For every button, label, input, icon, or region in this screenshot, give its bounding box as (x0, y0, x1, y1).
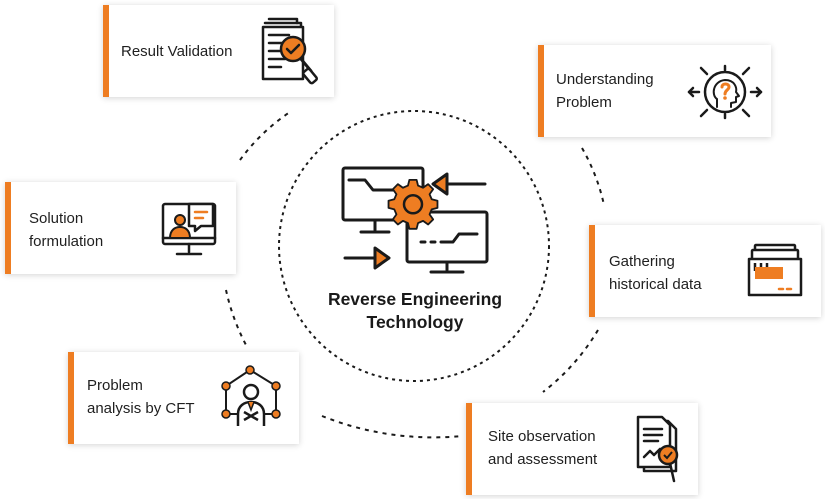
monitors-gear-arrows-icon (341, 166, 489, 274)
step-card-site-observation: Site observation and assessment (466, 403, 698, 495)
step-label: Problem analysis by CFT (87, 377, 195, 417)
step-card-problem-analysis-cft: Problem analysis by CFT (68, 352, 299, 444)
step-card-result-validation: Result Validation (103, 5, 334, 97)
video-chat-icon (161, 202, 217, 256)
team-network-icon (221, 365, 281, 426)
step-label: Understanding Problem (556, 71, 654, 111)
step-label: Solution formulation (29, 210, 104, 250)
step-label: Result Validation (121, 43, 233, 60)
step-card-solution-formulation: Solution formulation (5, 182, 236, 274)
step-label: Site observation and assessment (488, 428, 598, 468)
head-question-icon (687, 64, 763, 120)
step-label: Gathering historical data (609, 253, 702, 293)
step-card-gathering-historical-data: Gathering historical data (589, 225, 821, 317)
document-check-icon (261, 17, 318, 85)
step-card-understanding-problem: Understanding Problem (538, 45, 771, 137)
data-folder-icon (747, 243, 803, 297)
center-title: Reverse Engineering Technology (327, 289, 503, 332)
document-search-icon (636, 415, 679, 483)
